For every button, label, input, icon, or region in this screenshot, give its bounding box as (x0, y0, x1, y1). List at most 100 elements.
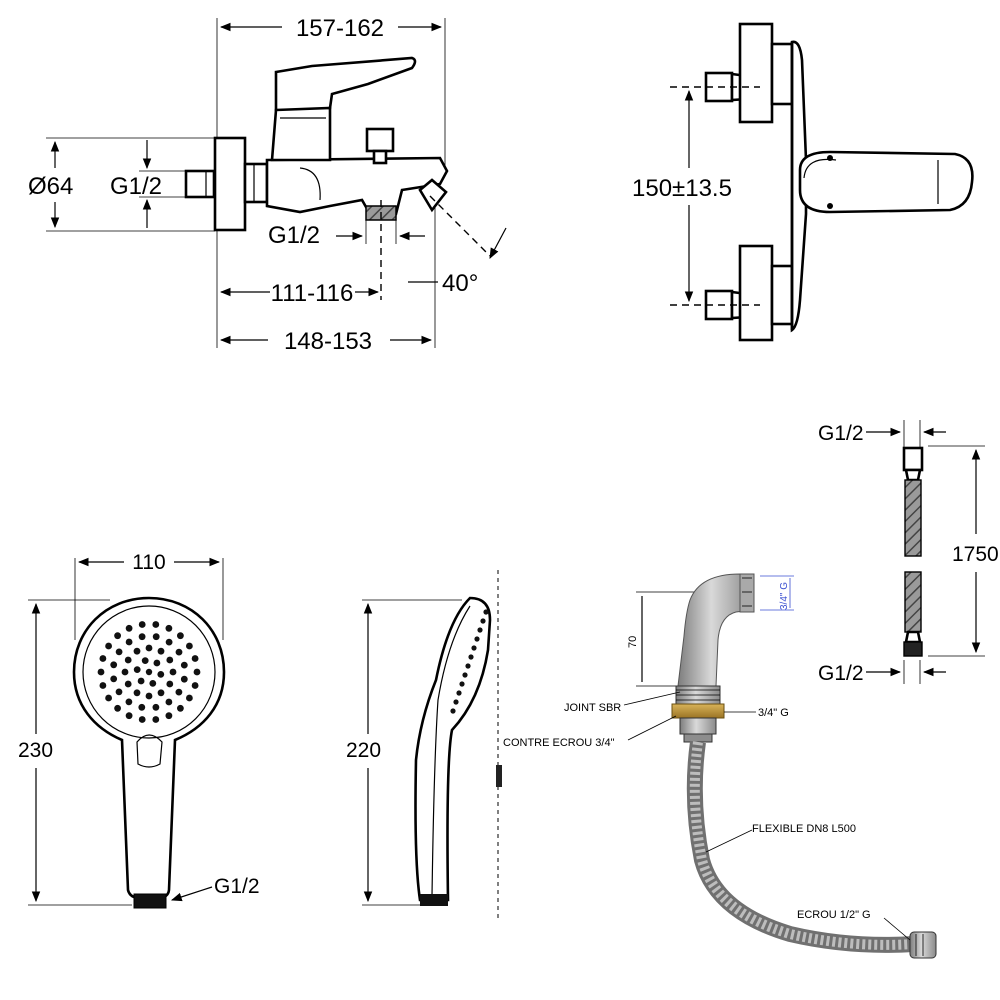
side-nozzle (474, 636, 480, 642)
shower-nozzle (105, 642, 112, 650)
hose-top-thread: G1/2 (818, 422, 864, 445)
label-end-nut: ECROU 1/2" G (797, 909, 871, 921)
dim-spout-to-outlet: 111-116 (271, 280, 354, 307)
shower-nozzle (165, 698, 173, 706)
shower-nozzle (138, 633, 146, 641)
mixer-top-view: 150±13.5 (632, 22, 974, 342)
shower-nozzle (114, 704, 121, 712)
shower-nozzle (177, 632, 184, 640)
hand-shower-side-view: 220 (346, 570, 502, 920)
shower-connection-thread: G1/2 (214, 875, 260, 898)
shower-nozzle (133, 647, 141, 655)
hose-bottom-thread: G1/2 (818, 662, 864, 685)
label-side-thread: 3/4" G (758, 707, 789, 719)
mixer-front-view: 157-162 Ø64 G1 (28, 15, 507, 355)
shower-nozzle (97, 668, 105, 676)
label-lock-nut: CONTRE ECROU 3/4" (503, 737, 615, 749)
shower-nozzle (125, 638, 133, 646)
shower-nozzle (125, 712, 133, 720)
dim-spout-projection: 148-153 (284, 328, 372, 355)
shower-nozzle (145, 644, 153, 652)
shower-nozzle (166, 680, 174, 688)
shower-nozzle (165, 638, 173, 646)
shower-nozzle (191, 682, 199, 689)
side-nozzle (462, 672, 468, 678)
diverter-kit: 70 3/4" G JOINT SBR 3/4" G CONTRE E (503, 573, 937, 959)
shower-side-nozzles (450, 609, 489, 714)
shower-nozzle (105, 694, 112, 702)
shower-nozzle (124, 656, 132, 664)
shower-nozzle (152, 633, 160, 641)
shower-nozzle (124, 680, 132, 688)
shower-nozzle (153, 659, 161, 667)
shower-nozzle (186, 694, 193, 702)
side-nozzle (450, 708, 456, 714)
side-nozzle (483, 609, 489, 615)
dim-width-overall: 157-162 (296, 15, 384, 42)
shower-nozzle (165, 624, 173, 632)
hose-length: 1750 (952, 543, 999, 566)
side-nozzle (471, 645, 477, 651)
shower-nozzle (138, 621, 146, 628)
shower-nozzle (125, 624, 133, 632)
shower-nozzle-array (97, 621, 201, 723)
shower-nozzle (99, 655, 107, 662)
shower-nozzle (110, 675, 118, 683)
shower-nozzle (145, 668, 153, 676)
shower-nozzle (193, 668, 201, 676)
shower-nozzle (186, 642, 193, 650)
side-nozzle (468, 654, 474, 660)
label-flexible: FLEXIBLE DN8 L500 (752, 823, 856, 835)
shower-nozzle (177, 704, 184, 712)
shower-nozzle (180, 661, 188, 669)
dim-spout-angle: 40° (442, 270, 478, 297)
shower-nozzle (121, 668, 129, 676)
shower-nozzle (99, 682, 107, 689)
side-nozzle (453, 699, 459, 705)
kit-height: 70 (627, 636, 639, 648)
shower-nozzle (152, 716, 160, 723)
shower-nozzle (114, 632, 121, 640)
side-nozzle (456, 690, 462, 696)
shower-nozzle (175, 688, 183, 696)
side-nozzle (459, 681, 465, 687)
label-joint: JOINT SBR (564, 702, 621, 714)
shower-nozzle (133, 666, 141, 673)
shower-side-length: 220 (346, 739, 381, 762)
shower-nozzle (157, 647, 165, 655)
shower-nozzle (141, 657, 149, 664)
shower-head-width: 110 (132, 551, 165, 574)
hand-shower-front-view: 110 230 G1/2 (18, 551, 260, 909)
shower-nozzle (115, 648, 123, 656)
shower-nozzle (169, 668, 177, 676)
shower-nozzle (133, 689, 141, 697)
kit-top-thread: 3/4" G (779, 582, 790, 610)
dim-inlet-spacing: 150±13.5 (632, 175, 732, 202)
shower-nozzle (125, 698, 133, 706)
dim-rosette-diameter: Ø64 (28, 173, 73, 200)
shower-nozzle (157, 689, 165, 697)
side-nozzle (480, 618, 486, 624)
shower-nozzle (138, 703, 146, 711)
shower-nozzle (152, 621, 160, 628)
side-nozzle (465, 663, 471, 669)
shower-total-length: 230 (18, 739, 53, 762)
shower-hose: G1/2 1750 G1/2 (818, 420, 999, 685)
shower-nozzle (149, 680, 157, 687)
shower-nozzle (115, 688, 123, 696)
shower-nozzle (180, 675, 188, 683)
dim-outlet-thread: G1/2 (268, 222, 320, 249)
shower-nozzle (175, 648, 183, 656)
side-nozzle (477, 627, 483, 633)
shower-nozzle (152, 703, 160, 711)
shower-nozzle (165, 712, 173, 720)
shower-nozzle (191, 655, 199, 662)
shower-nozzle (145, 692, 153, 700)
dim-inlet-thread: G1/2 (110, 173, 162, 200)
shower-nozzle (110, 661, 118, 669)
shower-nozzle (157, 671, 165, 678)
shower-nozzle (166, 656, 174, 664)
shower-nozzle (137, 677, 145, 685)
shower-nozzle (138, 716, 146, 723)
